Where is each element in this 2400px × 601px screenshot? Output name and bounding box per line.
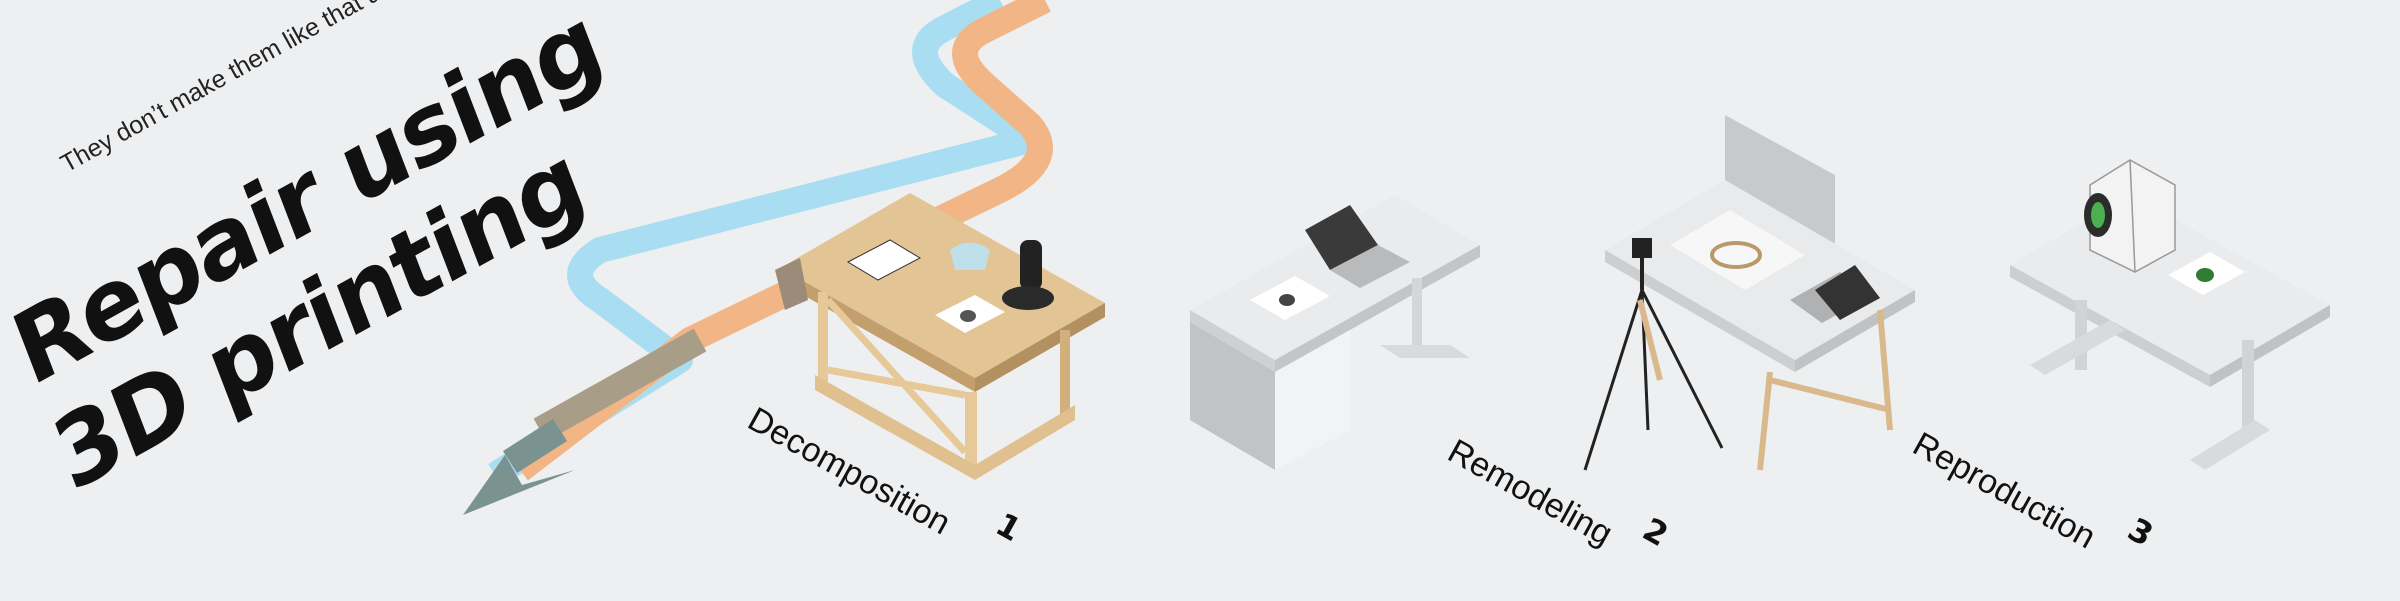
- desk-laptop-icon: [1190, 195, 1480, 470]
- path-arrow-shaft: [533, 328, 707, 442]
- path-orange-lane: [512, 0, 1053, 481]
- arrowhead-icon: [463, 455, 575, 515]
- workbench-icon: [775, 193, 1105, 480]
- process-path: [463, 0, 1053, 515]
- printer-desk-icon: [2010, 159, 2330, 470]
- photo-booth-tripod-icon: [1583, 115, 1915, 471]
- path-arrow-stem: [502, 419, 568, 473]
